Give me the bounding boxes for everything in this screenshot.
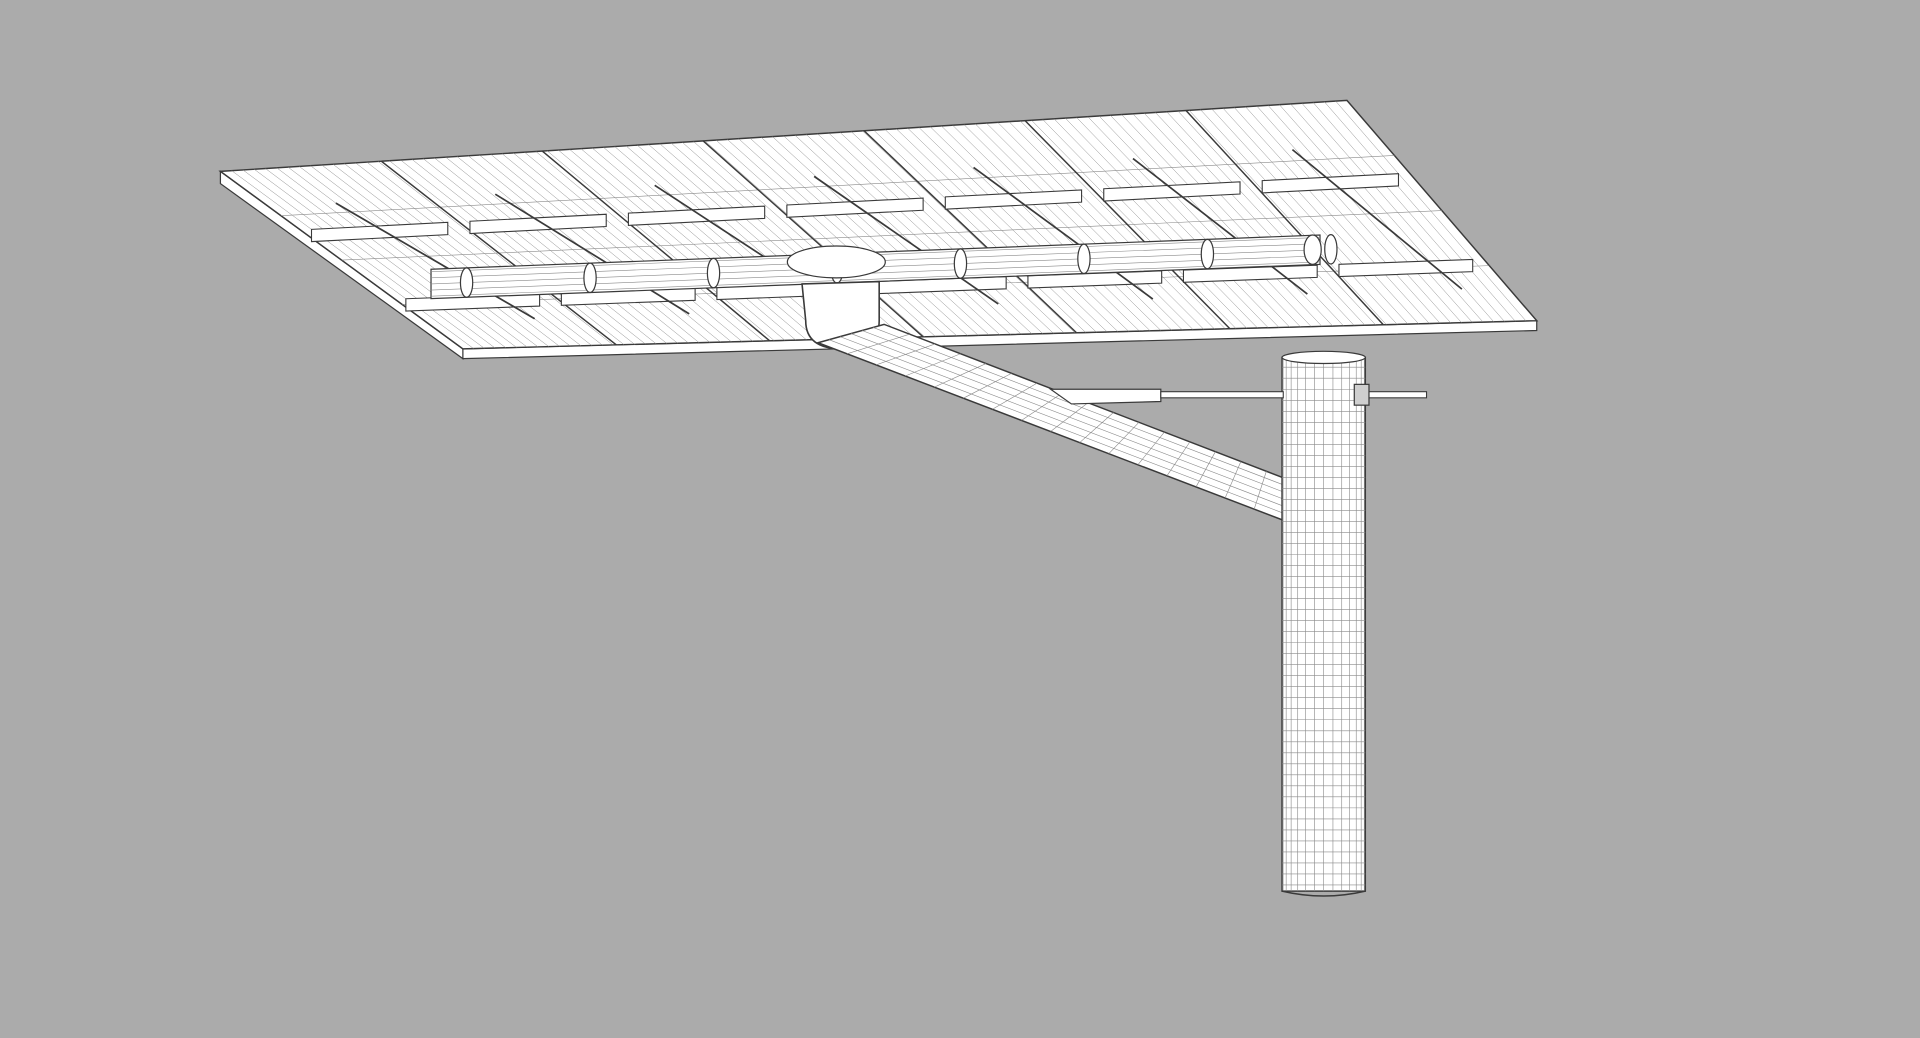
module-divider (702, 140, 924, 338)
tube-collar (1200, 238, 1215, 270)
rail-upper (469, 213, 607, 235)
module-divider (380, 160, 617, 346)
tube-collar (706, 257, 721, 289)
rail-upper (786, 197, 924, 218)
arm-mesh (1079, 412, 1114, 443)
tube-mesh (431, 261, 1321, 297)
module-divider (1024, 120, 1231, 330)
arm-mesh (1224, 461, 1242, 499)
tube-collar (953, 248, 968, 279)
support-post (1281, 350, 1367, 897)
actuator-cylinder (1048, 388, 1162, 405)
diagonal-brace (335, 202, 536, 320)
cell-row-line (281, 155, 1395, 217)
diagonal-brace (1132, 157, 1308, 295)
actuator-rod (1048, 383, 1428, 406)
cell-row-line (341, 210, 1442, 261)
post-top (1281, 350, 1366, 365)
actuator-rod-end (1364, 391, 1428, 399)
hub-collar (786, 245, 886, 279)
tube-collar (1077, 243, 1091, 275)
diagonal-brace (1291, 148, 1463, 290)
tube-collar (1324, 233, 1338, 265)
arm-mesh (905, 353, 961, 377)
arm-mesh (1050, 402, 1089, 432)
rail-upper (1103, 181, 1241, 202)
rail-upper (1261, 173, 1400, 194)
tube-collar (583, 262, 597, 294)
post-bottom (1281, 890, 1366, 897)
module-divider (863, 130, 1078, 334)
support-arm (815, 323, 1293, 522)
arm-mesh (992, 382, 1038, 410)
arm-mesh (846, 333, 910, 355)
tube-mesh (431, 255, 1321, 291)
arm-mesh (1195, 451, 1216, 488)
arm-mesh (934, 363, 987, 388)
arm-mesh (963, 373, 1012, 399)
arm-mesh (1021, 392, 1063, 421)
rail-upper (627, 205, 766, 226)
arm-mesh (1137, 431, 1165, 465)
actuator-mount-bracket (1353, 383, 1370, 406)
arm-mesh (1253, 471, 1267, 510)
module-divider (541, 150, 771, 342)
rail-upper (944, 189, 1083, 210)
torque-tube (430, 233, 1338, 350)
diagonal-brace (494, 193, 690, 315)
actuator-rod (1160, 391, 1284, 399)
tube-end-cap (1303, 234, 1322, 266)
diagonal-brace (813, 175, 999, 305)
arm-mesh (1166, 441, 1191, 477)
arm-mesh (876, 343, 936, 366)
module-divider (1185, 110, 1384, 326)
arm-mesh (1108, 422, 1140, 454)
diagonal-brace (973, 166, 1154, 300)
rail-upper (310, 221, 449, 243)
tube-collar (459, 267, 474, 298)
